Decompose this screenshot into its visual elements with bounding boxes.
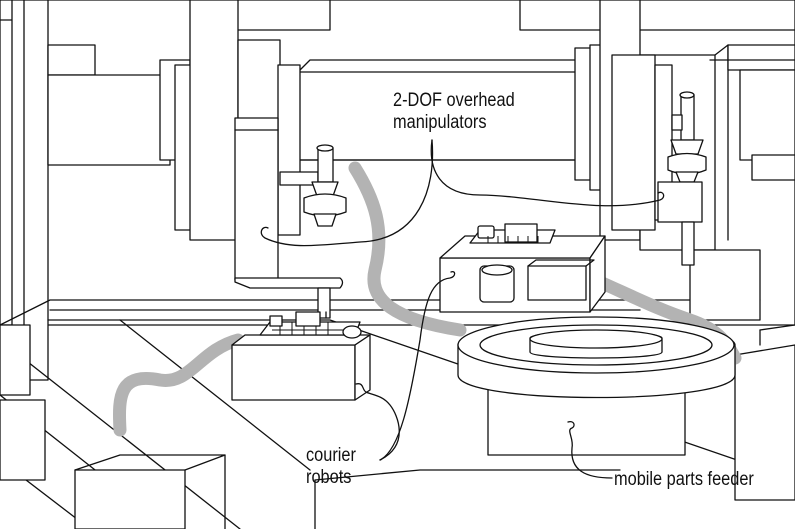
mobile-parts-feeder-label: mobile parts feeder <box>614 469 754 491</box>
courier-robots-label-line2: robots <box>306 467 356 489</box>
courier-robot-right <box>440 224 605 312</box>
overhead-manipulators-label-line1: 2-DOF overhead <box>393 90 515 112</box>
courier-robots-label-line1: courier <box>306 445 356 467</box>
overhead-manipulators-label: 2-DOF overhead manipulators <box>393 90 515 134</box>
overhead-manipulators-label-line2: manipulators <box>393 112 515 134</box>
mobile-parts-feeder <box>458 317 735 455</box>
courier-robots-label: courier robots <box>306 445 356 489</box>
